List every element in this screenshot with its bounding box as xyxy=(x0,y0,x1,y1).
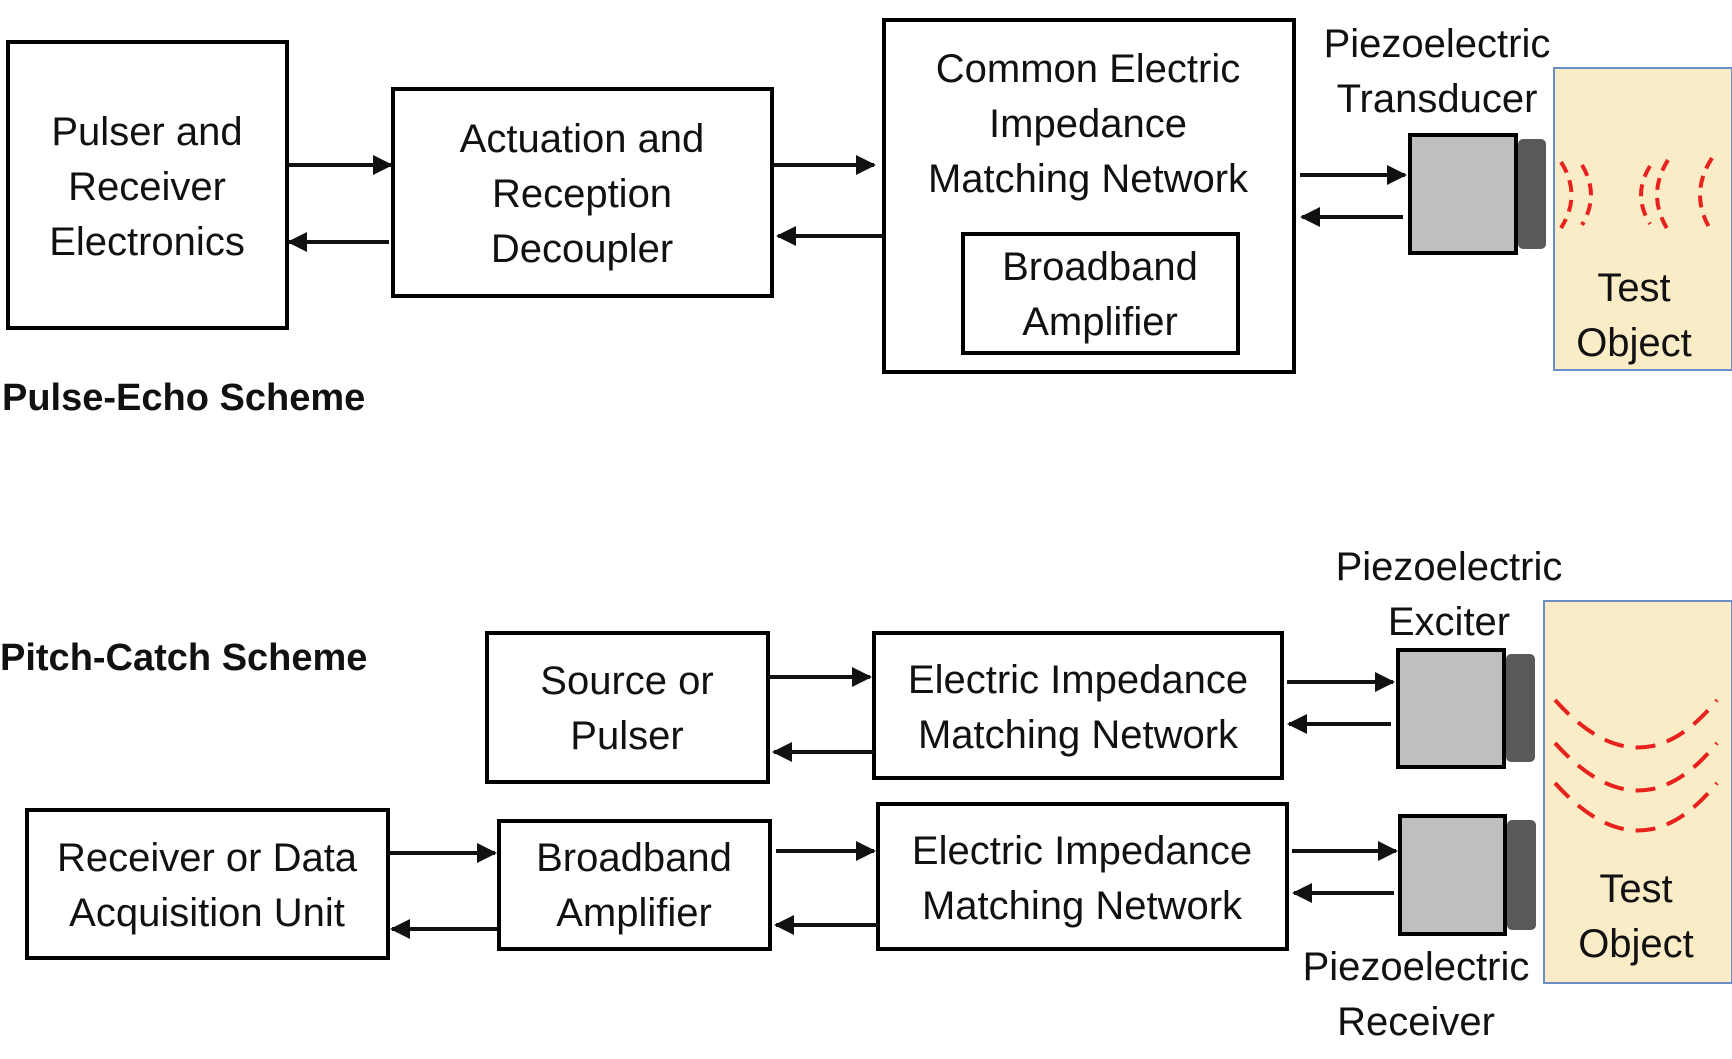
pc-receiver-face xyxy=(1507,820,1536,930)
pulser-receiver-label-line1: Pulser and xyxy=(51,110,242,154)
exciter-matching-label-line1: Electric Impedance xyxy=(908,658,1248,702)
pc-exciter-body xyxy=(1396,648,1506,769)
pe-test-object-label-line1: Test xyxy=(1597,266,1670,310)
source-pulser-box xyxy=(485,631,770,784)
pc-amplifier-label-line2: Amplifier xyxy=(556,891,712,935)
pe-transducer-label-line2: Transducer xyxy=(1337,77,1538,121)
pe-amplifier-box xyxy=(961,232,1240,355)
pe-amplifier-label-line1: Broadband xyxy=(1002,245,1198,289)
pc-test-object-label-line1: Test xyxy=(1599,867,1672,911)
pe-wave-back-3 xyxy=(1698,156,1714,234)
pitch-catch-heading: Pitch-Catch Scheme xyxy=(0,637,367,679)
pc-wave-3 xyxy=(1553,781,1719,833)
pe-amplifier-label-line2: Amplifier xyxy=(1022,300,1178,344)
pc-amplifier-label-line1: Broadband xyxy=(536,836,732,880)
pe-wave-back-2 xyxy=(1639,164,1652,226)
pe-wave-out-2 xyxy=(1580,163,1593,227)
pulse-echo-section: Pulser and Receiver Electronics Actuatio… xyxy=(2,18,1732,419)
pe-test-object-label-line2: Object xyxy=(1576,321,1692,365)
decoupler-label-line2: Reception xyxy=(492,172,672,216)
exciter-matching-label-line2: Matching Network xyxy=(918,713,1239,757)
pc-receiver-label-line1: Piezoelectric xyxy=(1303,945,1530,989)
pe-wave-out-1 xyxy=(1559,160,1574,230)
pe-transducer-label-line1: Piezoelectric xyxy=(1324,22,1551,66)
common-matching-label-line1: Common Electric xyxy=(936,47,1241,91)
pitch-catch-section: Pitch-Catch Scheme Piezoelectric Exciter… xyxy=(0,545,1732,1044)
pulse-echo-heading: Pulse-Echo Scheme xyxy=(2,377,365,419)
pe-transducer-body xyxy=(1408,133,1518,255)
pulser-receiver-label-line3: Electronics xyxy=(49,220,245,264)
pc-exciter-label-line2: Exciter xyxy=(1388,600,1510,644)
exciter-matching-network-box xyxy=(872,631,1284,780)
pc-receiver-body xyxy=(1398,814,1507,936)
pc-wave-2 xyxy=(1553,741,1719,793)
pe-test-object xyxy=(1553,67,1732,371)
receiver-matching-label-line1: Electric Impedance xyxy=(912,829,1252,873)
decoupler-box xyxy=(391,87,774,298)
pc-wave-1 xyxy=(1553,698,1719,750)
pc-amplifier-box xyxy=(497,819,772,951)
pe-echo-waves xyxy=(1559,156,1714,234)
source-pulser-label-line1: Source or xyxy=(540,659,713,703)
pc-receiver-label-line2: Receiver xyxy=(1337,1000,1495,1044)
pe-transducer-face xyxy=(1518,139,1546,249)
receiver-acquisition-box xyxy=(25,808,390,960)
receiver-acquisition-label-line1: Receiver or Data xyxy=(57,836,358,880)
receiver-acquisition-label-line2: Acquisition Unit xyxy=(69,891,345,935)
decoupler-label-line1: Actuation and xyxy=(460,117,705,161)
common-matching-label-line2: Impedance xyxy=(989,102,1187,146)
pc-waves xyxy=(1553,698,1719,833)
pulser-receiver-box xyxy=(6,40,289,330)
pc-test-object-label-line2: Object xyxy=(1578,922,1694,966)
source-pulser-label-line2: Pulser xyxy=(570,714,683,758)
pc-exciter-face xyxy=(1506,654,1535,762)
decoupler-label-line3: Decoupler xyxy=(491,227,673,271)
pc-exciter-label-line1: Piezoelectric xyxy=(1336,545,1563,589)
pulser-receiver-label-line2: Receiver xyxy=(68,165,226,209)
receiver-matching-label-line2: Matching Network xyxy=(922,884,1243,928)
receiver-matching-network-box xyxy=(876,802,1289,951)
common-matching-label-line3: Matching Network xyxy=(928,157,1249,201)
pe-wave-back-1 xyxy=(1655,158,1670,232)
